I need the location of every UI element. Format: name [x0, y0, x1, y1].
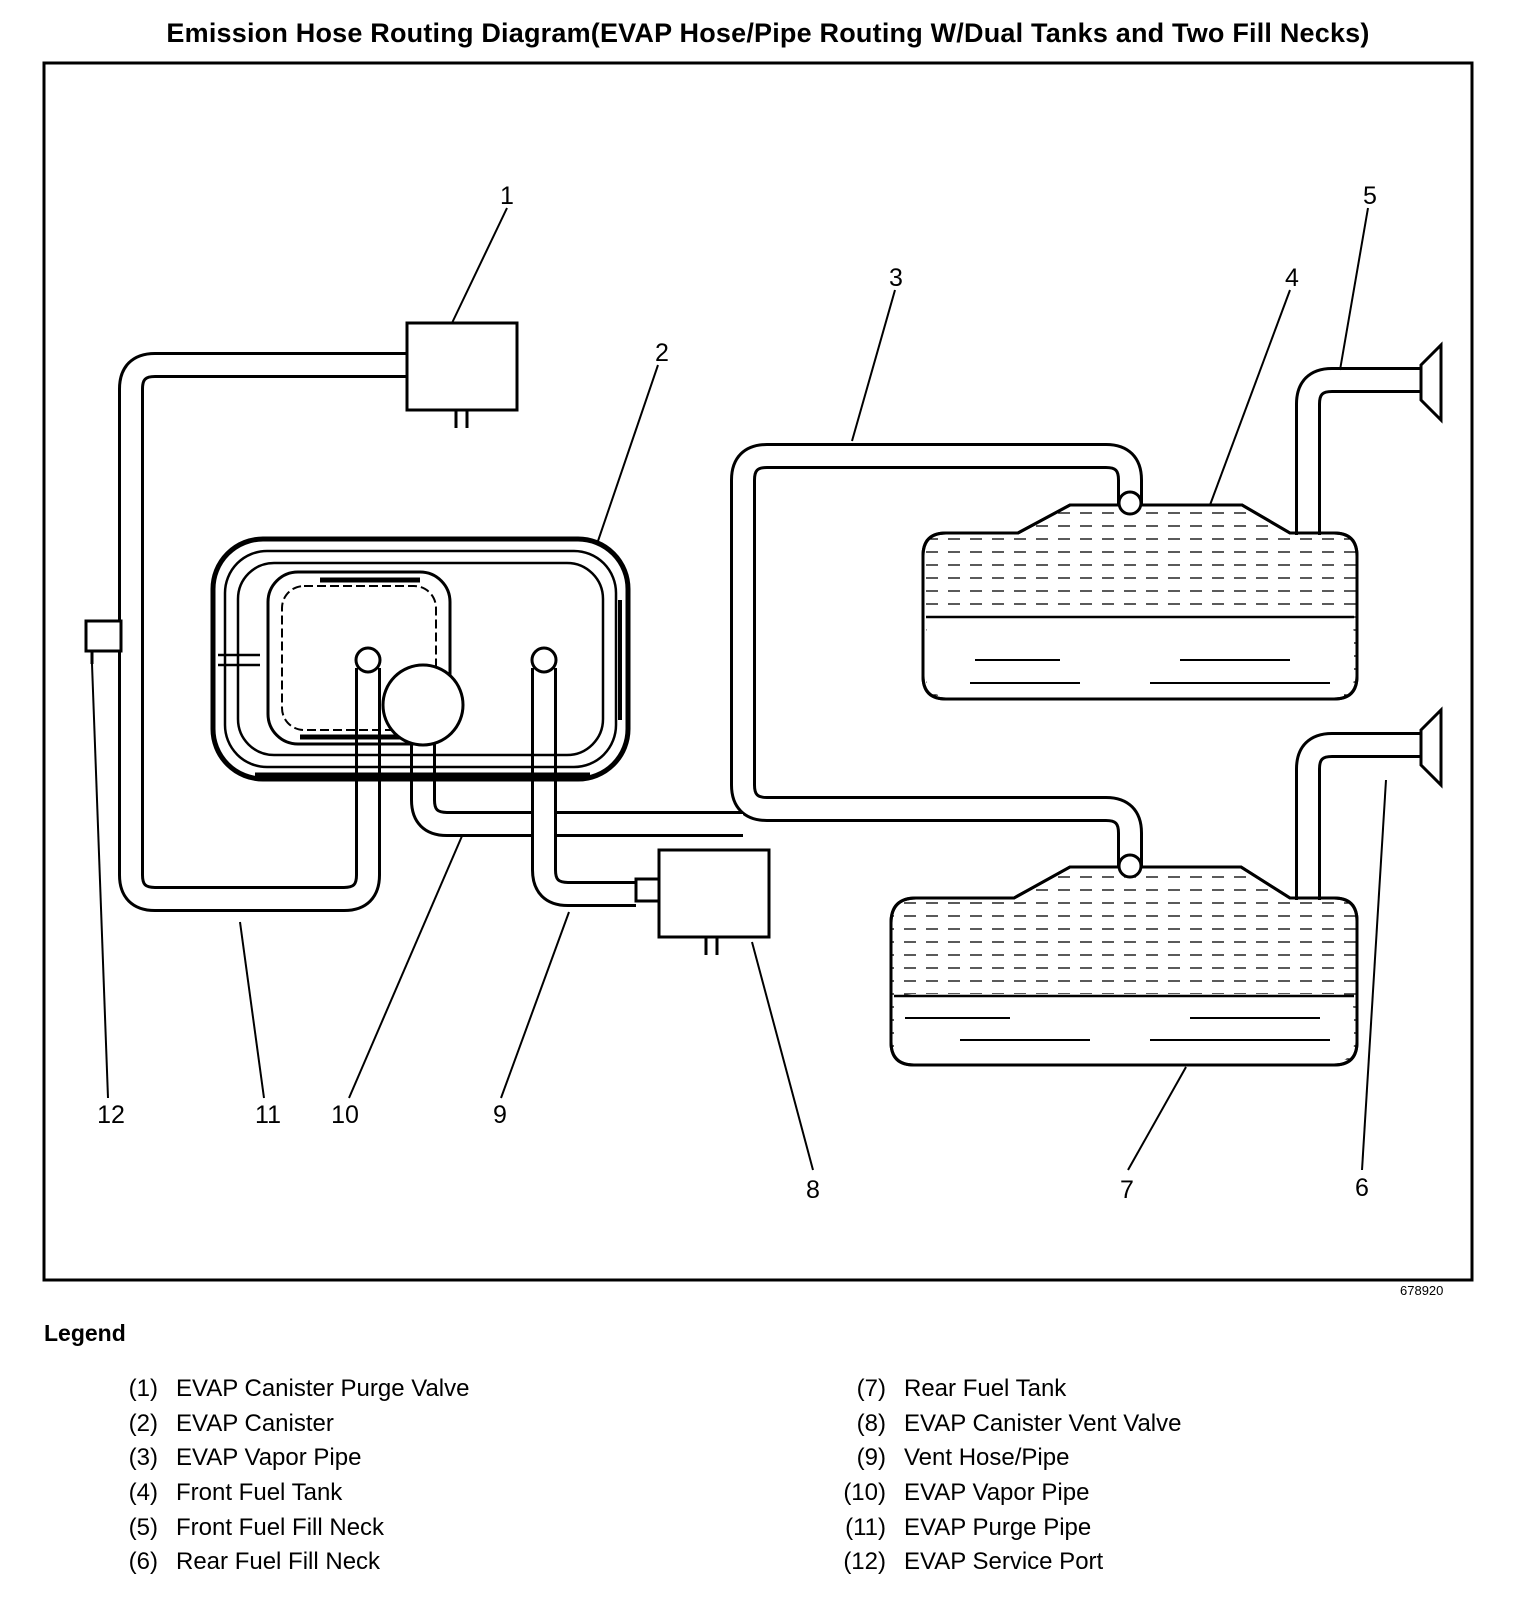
pipe-11-evap-purge-pipe [118, 352, 407, 912]
legend-number: (9) [856, 1444, 886, 1472]
legend-label: EVAP Vapor Pipe [176, 1444, 362, 1472]
rear-fill-neck-funnel [1419, 706, 1443, 789]
front-tank-vapor-port [1117, 490, 1143, 516]
legend-item: (5) Front Fuel Fill Neck [102, 1510, 469, 1545]
legend-number: (8) [856, 1409, 886, 1437]
diagram-frame [42, 61, 1474, 1282]
legend-item: (3) EVAP Vapor Pipe [102, 1441, 469, 1476]
legend-label: EVAP Canister Vent Valve [904, 1409, 1182, 1437]
legend-number: (11) [845, 1513, 886, 1541]
legend-label: Front Fuel Fill Neck [176, 1513, 385, 1541]
evap-canister [210, 536, 631, 782]
callout-2: 2 [655, 339, 669, 367]
legend-heading: Legend [44, 1320, 126, 1346]
leader-lines [91, 207, 1387, 1171]
canister-purge-port [354, 646, 382, 674]
callout-12: 12 [97, 1101, 125, 1129]
legend-number: (10) [843, 1479, 886, 1507]
legend-item: (12) EVAP Service Port [838, 1545, 1182, 1580]
callout-7: 7 [1120, 1176, 1134, 1204]
legend-number: (7) [856, 1375, 886, 1403]
legend-item: (11) EVAP Purge Pipe [838, 1510, 1182, 1545]
legend-number: (4) [128, 1479, 158, 1507]
legend-left-column: (1) EVAP Canister Purge Valve (2) EVAP C… [102, 1372, 470, 1580]
legend-item: (8) EVAP Canister Vent Valve [838, 1407, 1182, 1442]
front-fuel-tank [921, 503, 1359, 701]
legend-number: (2) [128, 1409, 158, 1437]
callout-10: 10 [331, 1101, 359, 1129]
legend-label: EVAP Vapor Pipe [904, 1479, 1090, 1507]
pipe-3-evap-vapor-pipe [730, 443, 1143, 866]
diagram-title: Emission Hose Routing Diagram(EVAP Hose/… [166, 18, 1370, 48]
legend-label: Rear Fuel Fill Neck [176, 1548, 381, 1576]
legend-number: (12) [843, 1548, 886, 1576]
rear-fuel-tank [889, 865, 1359, 1067]
pipe-10-evap-vapor-pipe [410, 740, 743, 837]
callout-8: 8 [806, 1176, 820, 1204]
rear-tank-vapor-port [1117, 853, 1143, 879]
callout-11: 11 [255, 1101, 281, 1129]
legend-label: Vent Hose/Pipe [904, 1444, 1070, 1472]
callout-6: 6 [1355, 1174, 1369, 1202]
pipe-6-rear-fill-neck [1295, 732, 1422, 900]
legend-item: (2) EVAP Canister [102, 1407, 469, 1442]
service-port-12 [84, 619, 123, 664]
diagram: 1 2 3 4 5 6 7 8 9 10 11 12 [42, 61, 1474, 1282]
pipe-9-vent-hose [531, 668, 636, 907]
legend-number: (1) [128, 1375, 158, 1403]
canister-vent-port [530, 646, 558, 674]
legend-label: EVAP Canister [176, 1409, 334, 1437]
legend-label: Front Fuel Tank [176, 1479, 343, 1507]
vent-valve [634, 848, 771, 955]
callout-9: 9 [493, 1101, 507, 1129]
legend-item: (9) Vent Hose/Pipe [838, 1441, 1182, 1476]
legend-number: (6) [128, 1548, 158, 1576]
legend-number: (5) [128, 1513, 158, 1541]
legend-right-column: (7) Rear Fuel Tank (8) EVAP Canister Ven… [838, 1372, 1182, 1580]
legend-number: (3) [128, 1444, 158, 1472]
callout-1: 1 [500, 182, 514, 210]
legend-label: EVAP Canister Purge Valve [176, 1375, 470, 1403]
pipe-5-front-fill-neck [1295, 367, 1422, 535]
purge-valve [405, 321, 519, 428]
callout-5: 5 [1363, 182, 1377, 210]
legend-item: (7) Rear Fuel Tank [838, 1372, 1182, 1407]
callout-4: 4 [1285, 264, 1299, 292]
legend-item: (1) EVAP Canister Purge Valve [102, 1372, 470, 1407]
canister-vapor-port [381, 663, 465, 747]
legend-item: (4) Front Fuel Tank [102, 1476, 469, 1511]
front-fill-neck-funnel [1419, 341, 1443, 424]
callout-3: 3 [889, 264, 903, 292]
figure-id: 678920 [1400, 1283, 1444, 1298]
legend-item: (10) EVAP Vapor Pipe [838, 1476, 1182, 1511]
legend-label: EVAP Purge Pipe [904, 1513, 1092, 1541]
legend-label: EVAP Service Port [904, 1548, 1104, 1576]
legend-label: Rear Fuel Tank [904, 1375, 1067, 1403]
legend-item: (6) Rear Fuel Fill Neck [102, 1545, 469, 1580]
